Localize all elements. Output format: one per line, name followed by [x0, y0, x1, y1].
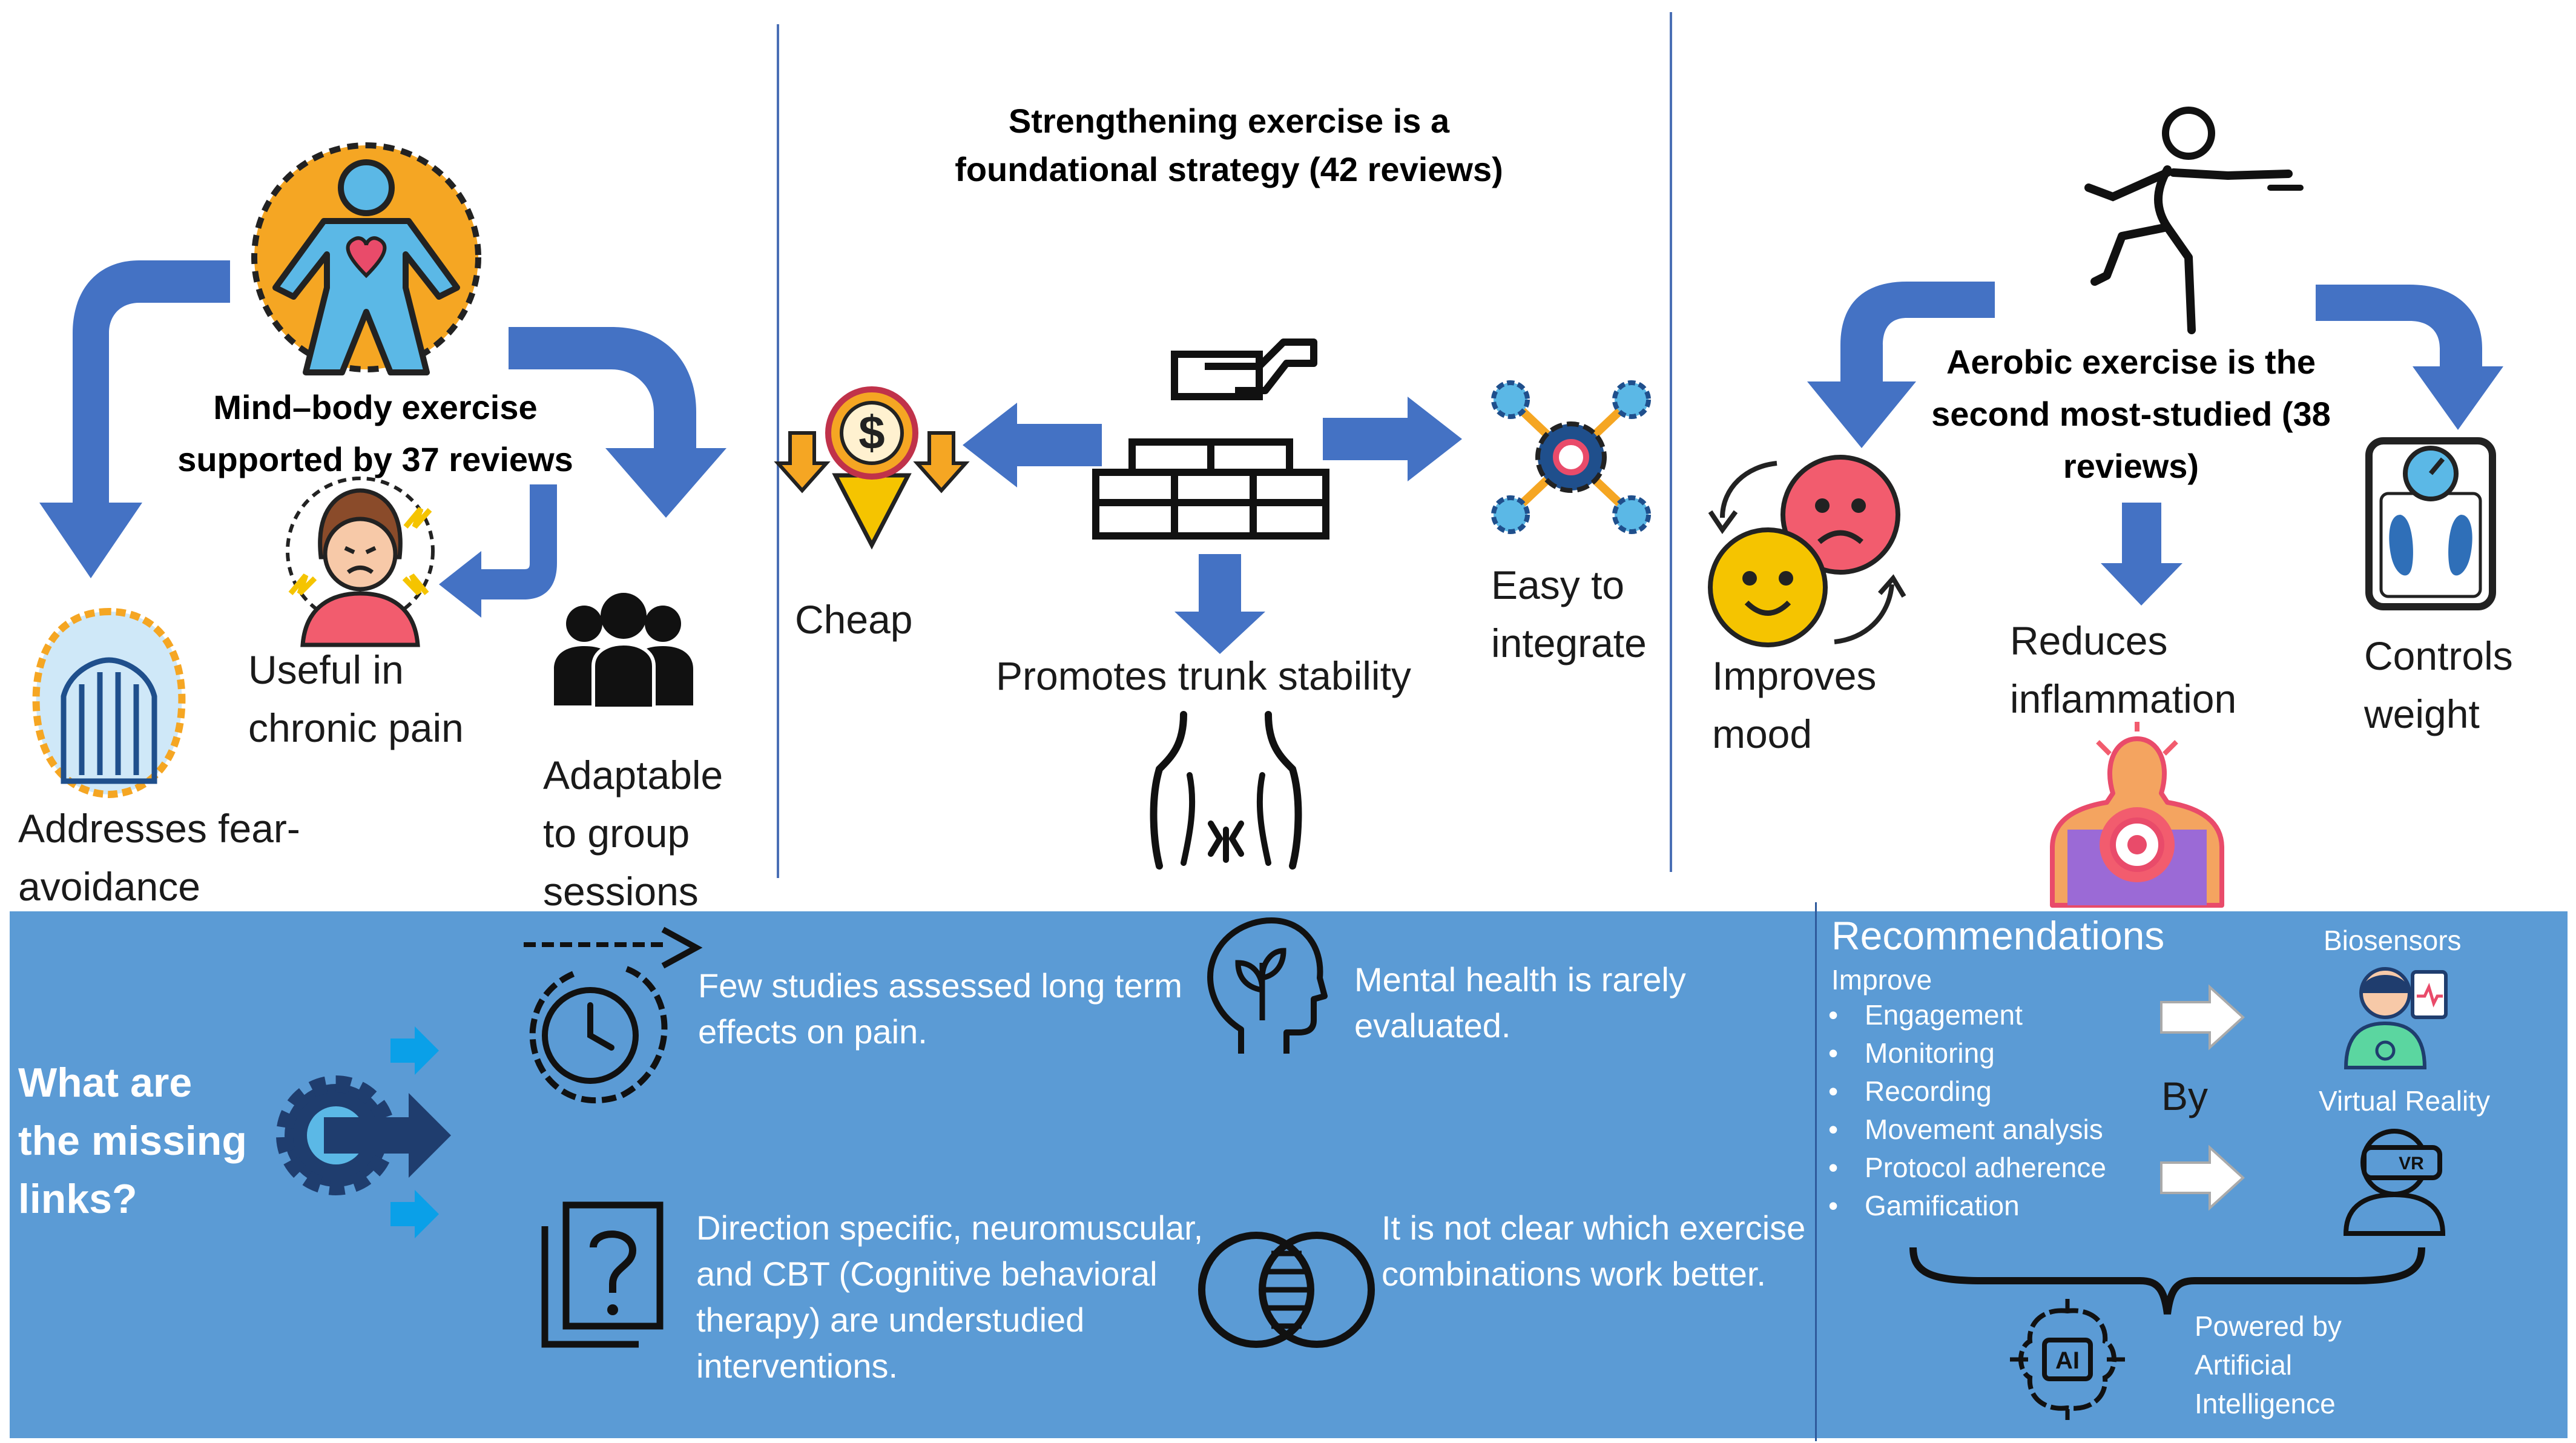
powered-by-label: Powered by Artificial Intelligence — [2195, 1310, 2342, 1419]
gears-network-icon — [1491, 380, 1651, 534]
list-item: Protocol adherence — [1828, 1149, 2106, 1187]
virtual-reality-label: Virtual Reality — [2319, 1085, 2490, 1117]
back-torso-icon — [1150, 711, 1302, 870]
missing-links-panel — [10, 911, 2568, 1438]
biosensors-label: Biosensors — [2324, 925, 2462, 956]
list-item: Monitoring — [1828, 1034, 2106, 1072]
controls-weight-label: Controls weight — [2364, 633, 2513, 736]
arrow-small-down-left — [439, 484, 557, 618]
list-item: Gamification — [1828, 1187, 2106, 1225]
arrow-right-integrate — [1323, 397, 1462, 481]
cheap-label: Cheap — [795, 597, 913, 642]
vr-badge: VR — [2399, 1154, 2424, 1174]
gap-understudied-text: Direction specific, neuromuscular, and C… — [696, 1209, 1204, 1385]
aerobic-title: Aerobic exercise is the second most-stud… — [1931, 343, 2331, 485]
gap-combinations-text: It is not clear which exercise combinati… — [1382, 1209, 1806, 1293]
dollar-coin-down-icon: $ — [774, 386, 970, 550]
arrow-right-biosensors — [2160, 984, 2245, 1051]
ai-brain-chip-icon: AI — [2010, 1299, 2125, 1420]
svg-text:$: $ — [858, 406, 884, 459]
mind-body-title: Mind–body exercise supported by 37 revie… — [177, 388, 573, 478]
gap-mental-health-text: Mental health is rarely evaluated. — [1354, 960, 1686, 1045]
mood-faces-icon — [1708, 455, 1906, 647]
group-people-icon — [554, 593, 693, 710]
inflamed-torso-icon — [2050, 722, 2224, 908]
arrow-left-cheap — [963, 403, 1102, 487]
vr-headset-person-icon: VR — [2343, 1129, 2446, 1236]
strengthening-title: Strengthening exercise is a foundational… — [955, 102, 1503, 188]
trowel-icon — [1171, 338, 1317, 400]
list-item: Engagement — [1828, 996, 2106, 1034]
group-sessions-label: Adaptable to group sessions — [543, 753, 723, 914]
venn-circles-icon — [1198, 1232, 1375, 1348]
arrow-left-mood — [1807, 282, 1995, 448]
doctor-sensor-icon — [2344, 967, 2448, 1069]
missing-links-question: What are the missing links? — [18, 1060, 247, 1222]
bathroom-scale-icon — [2365, 437, 2496, 610]
divider-right — [1670, 12, 1672, 872]
improve-list: Engagement Monitoring Recording Movement… — [1828, 996, 2106, 1225]
head-plant-icon — [1207, 917, 1328, 1054]
chronic-pain-label: Useful in chronic pain — [248, 647, 464, 750]
divider-bottom — [1815, 902, 1817, 1441]
improve-label: Improve — [1831, 964, 1932, 996]
arrow-left-down — [39, 260, 230, 578]
list-item: Recording — [1828, 1072, 2106, 1111]
curly-brace — [1909, 1247, 2425, 1315]
reduces-inflammation-label: Reduces inflammation — [2010, 618, 2237, 721]
integrate-label: Easy to integrate — [1491, 563, 1647, 665]
woman-in-pain-icon — [286, 477, 435, 647]
divider-left — [777, 24, 779, 878]
person-kicking-icon — [2084, 107, 2304, 334]
face-hiding-icon — [32, 607, 186, 799]
fear-avoidance-label: Addresses fear- avoidance — [18, 806, 300, 909]
arrow-right-weight — [2316, 285, 2503, 430]
clock-arrow-icon — [524, 926, 703, 1104]
arrow-right-down — [509, 327, 726, 518]
improves-mood-label: Improves mood — [1712, 653, 1877, 756]
arrow-right-vr — [2160, 1144, 2245, 1211]
arrow-down-trunk — [1174, 554, 1265, 654]
brick-wall-icon — [1092, 438, 1329, 540]
gap-long-term-text: Few studies assessed long term effects o… — [698, 966, 1182, 1051]
question-documents-icon — [541, 1201, 664, 1348]
trunk-stability-label: Promotes trunk stability — [996, 653, 1411, 698]
by-label: By — [2161, 1074, 2209, 1118]
ai-badge: AI — [2055, 1347, 2080, 1374]
list-item: Movement analysis — [1828, 1111, 2106, 1149]
person-heart-icon — [251, 142, 481, 375]
arrow-down-inflammation — [2101, 503, 2182, 606]
gear-arrows-icon — [276, 1026, 451, 1238]
recommendations-title: Recommendations — [1831, 913, 2165, 958]
